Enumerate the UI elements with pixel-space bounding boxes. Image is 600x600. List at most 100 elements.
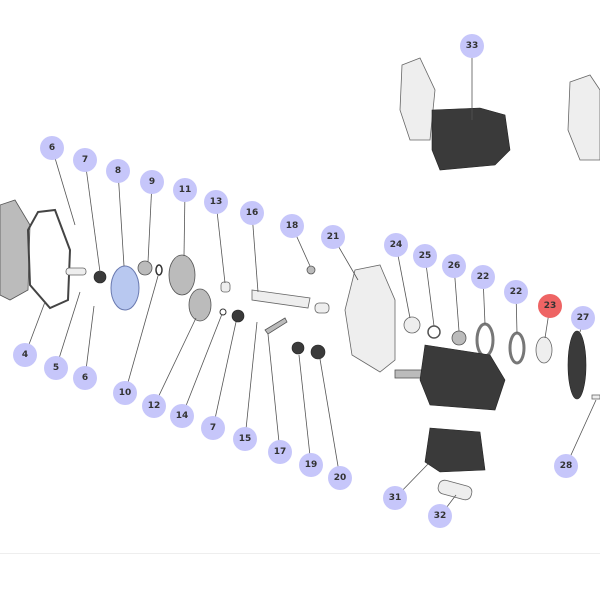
callout-badge[interactable] — [204, 190, 228, 214]
part-seal-19 — [291, 341, 305, 355]
callout-part-33[interactable]: 33 — [460, 34, 484, 58]
callout-label: 22 — [477, 272, 490, 282]
part-bearing-9 — [137, 260, 153, 276]
callout-badge[interactable] — [44, 356, 68, 380]
callout-label: 31 — [389, 493, 402, 503]
leader-line — [124, 275, 159, 394]
callout-part-7[interactable]: 7 — [73, 148, 97, 172]
callout-label: 20 — [334, 473, 347, 483]
callout-badge[interactable] — [233, 427, 257, 451]
callout-part-21[interactable]: 21 — [321, 225, 345, 249]
callout-label: 12 — [148, 401, 161, 411]
callout-badge[interactable] — [170, 404, 194, 428]
callout-badge[interactable] — [554, 454, 578, 478]
part-bushing-13 — [220, 281, 231, 293]
part-ring-22a — [475, 322, 495, 358]
leader-line — [55, 291, 81, 369]
callout-part-15[interactable]: 15 — [233, 427, 257, 451]
callout-part-13[interactable]: 13 — [204, 190, 228, 214]
callout-badge[interactable] — [460, 34, 484, 58]
part-assembled-motor-33 — [431, 107, 511, 171]
callout-part-23[interactable]: 23 — [538, 294, 562, 318]
callout-part-14[interactable]: 14 — [170, 404, 194, 428]
callout-part-6[interactable]: 6 — [40, 136, 64, 160]
callout-badge[interactable] — [504, 280, 528, 304]
callout-part-9[interactable]: 9 — [140, 170, 164, 194]
callout-part-12[interactable]: 12 — [142, 394, 166, 418]
callout-part-16[interactable]: 16 — [240, 201, 264, 225]
callout-badge[interactable] — [471, 265, 495, 289]
callout-label: 25 — [419, 251, 432, 261]
callout-part-10[interactable]: 10 — [113, 381, 137, 405]
part-pin — [65, 267, 87, 276]
callout-part-32[interactable]: 32 — [428, 504, 452, 528]
callout-part-27[interactable]: 27 — [571, 306, 595, 330]
part-housing-21 — [344, 264, 396, 373]
callout-badge[interactable] — [384, 233, 408, 257]
part-assembled-pump-right — [567, 74, 600, 161]
callout-label: 6 — [49, 143, 55, 153]
leader-line — [147, 181, 153, 263]
callout-label: 4 — [22, 350, 28, 360]
callout-badge[interactable] — [73, 148, 97, 172]
callout-badge[interactable] — [201, 416, 225, 440]
callout-part-11[interactable]: 11 — [173, 178, 197, 202]
callout-part-4[interactable]: 4 — [13, 343, 37, 367]
callout-badge[interactable] — [428, 504, 452, 528]
callout-part-7[interactable]: 7 — [201, 416, 225, 440]
leader-line — [565, 399, 597, 467]
callout-part-22[interactable]: 22 — [471, 265, 495, 289]
callout-badge[interactable] — [106, 159, 130, 183]
callout-badge[interactable] — [13, 343, 37, 367]
part-nut-18 — [306, 265, 316, 275]
part-ring-22b — [508, 331, 526, 365]
callout-label: 19 — [305, 460, 318, 470]
callout-badge[interactable] — [73, 366, 97, 390]
callout-badge[interactable] — [240, 201, 264, 225]
part-bearing-7b — [231, 309, 245, 323]
callout-part-26[interactable]: 26 — [442, 254, 466, 278]
callout-badge[interactable] — [280, 214, 304, 238]
callout-badge[interactable] — [173, 178, 197, 202]
callout-label: 28 — [560, 461, 573, 471]
callout-part-31[interactable]: 31 — [383, 486, 407, 510]
part-key-28 — [591, 394, 600, 400]
leader-line — [84, 159, 101, 273]
callout-badge[interactable] — [383, 486, 407, 510]
divider — [0, 553, 600, 554]
callout-label: 24 — [390, 240, 403, 250]
callout-label: 18 — [286, 221, 299, 231]
callout-part-17[interactable]: 17 — [268, 440, 292, 464]
part-seal-26 — [451, 330, 467, 346]
callout-badge[interactable] — [113, 381, 137, 405]
callout-part-19[interactable]: 19 — [299, 453, 323, 477]
callout-badge[interactable] — [413, 244, 437, 268]
callout-part-22[interactable]: 22 — [504, 280, 528, 304]
callout-badge[interactable] — [142, 394, 166, 418]
callout-badge[interactable] — [299, 453, 323, 477]
callout-part-18[interactable]: 18 — [280, 214, 304, 238]
callout-part-8[interactable]: 8 — [106, 159, 130, 183]
callout-part-24[interactable]: 24 — [384, 233, 408, 257]
callout-part-20[interactable]: 20 — [328, 466, 352, 490]
part-assembled-pump-33 — [399, 57, 436, 141]
leader-line — [181, 313, 223, 417]
callout-label: 27 — [577, 313, 590, 323]
part-motor — [419, 344, 506, 411]
callout-part-25[interactable]: 25 — [413, 244, 437, 268]
callout-part-5[interactable]: 5 — [44, 356, 68, 380]
leader-line — [84, 305, 95, 379]
callout-badge[interactable] — [140, 170, 164, 194]
callout-badge[interactable] — [268, 440, 292, 464]
callout-badge[interactable] — [442, 254, 466, 278]
callout-part-6[interactable]: 6 — [73, 366, 97, 390]
callout-badge[interactable] — [40, 136, 64, 160]
callout-part-28[interactable]: 28 — [554, 454, 578, 478]
callout-badge[interactable] — [321, 225, 345, 249]
leader-line — [215, 201, 226, 284]
part-terminal-box-31 — [424, 427, 486, 473]
callout-badge-selected[interactable] — [538, 294, 562, 318]
callout-badge[interactable] — [328, 466, 352, 490]
callout-badge[interactable] — [571, 306, 595, 330]
